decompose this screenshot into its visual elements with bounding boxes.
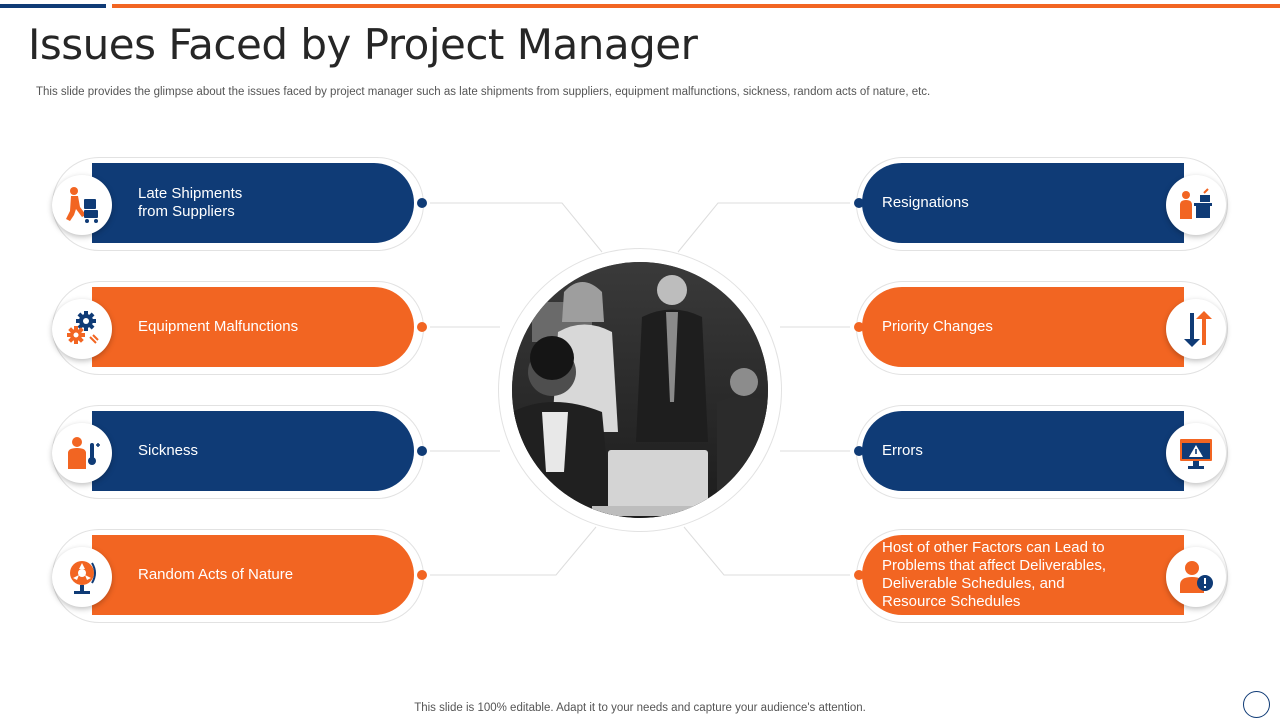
left-item-1-dot xyxy=(417,198,427,208)
page-subtitle: This slide provides the glimpse about th… xyxy=(36,86,931,98)
thermometer-person-icon xyxy=(68,437,100,469)
left-item-label: Late Shipments from Suppliers xyxy=(138,185,243,220)
left-item-random-acts: Random Acts of Nature xyxy=(92,535,414,615)
right-item-label: Priority Changes xyxy=(882,318,993,335)
right-item-1-dot xyxy=(854,198,864,208)
left-item-label: Sickness xyxy=(138,442,199,459)
delivery-person-icon xyxy=(66,187,98,223)
left-item-3-icon-circle xyxy=(52,423,112,483)
right-item-1-icon-circle xyxy=(1166,175,1226,235)
globe-hazard-icon xyxy=(70,561,96,594)
right-item-other-factors: Host of other Factors can Lead to Proble… xyxy=(862,535,1184,615)
top-accent-bar-blue xyxy=(0,4,106,8)
person-alert-icon xyxy=(1180,561,1213,593)
right-item-3-dot xyxy=(854,446,864,456)
monitor-warning-icon xyxy=(1180,439,1212,469)
left-item-2-icon-circle xyxy=(52,299,112,359)
right-item-label: Errors xyxy=(882,442,923,459)
right-item-2-icon-circle xyxy=(1166,299,1226,359)
right-item-2-dot xyxy=(854,322,864,332)
left-item-2-dot xyxy=(417,322,427,332)
team-photo xyxy=(512,262,768,518)
right-item-3-icon-circle xyxy=(1166,423,1226,483)
gears-icon xyxy=(67,311,99,344)
left-item-label: Random Acts of Nature xyxy=(138,566,294,583)
left-item-equipment-malfunctions: Equipment Malfunctions xyxy=(92,287,414,367)
up-down-arrows-icon xyxy=(1184,311,1212,347)
page-title: Issues Faced by Project Manager xyxy=(28,20,698,69)
left-item-label: Equipment Malfunctions xyxy=(138,318,299,335)
right-item-resignations: Resignations xyxy=(862,163,1184,243)
left-item-4-dot xyxy=(417,570,427,580)
right-item-errors: Errors xyxy=(862,411,1184,491)
left-item-4-icon-circle xyxy=(52,547,112,607)
person-desk-icon xyxy=(1180,188,1212,219)
right-item-label: Host of other Factors can Lead to Proble… xyxy=(882,539,1106,610)
footer-note: This slide is 100% editable. Adapt it to… xyxy=(414,702,866,714)
right-item-4-dot xyxy=(854,570,864,580)
corner-circle-marker xyxy=(1243,691,1270,718)
top-accent-bar-orange xyxy=(112,4,1280,8)
left-item-1-icon-circle xyxy=(52,175,112,235)
right-item-priority-changes: Priority Changes xyxy=(862,287,1184,367)
right-item-label: Resignations xyxy=(882,194,969,211)
left-item-sickness: Sickness xyxy=(92,411,414,491)
right-item-4-icon-circle xyxy=(1166,547,1226,607)
left-item-late-shipments: Late Shipments from Suppliers xyxy=(92,163,414,243)
left-item-3-dot xyxy=(417,446,427,456)
